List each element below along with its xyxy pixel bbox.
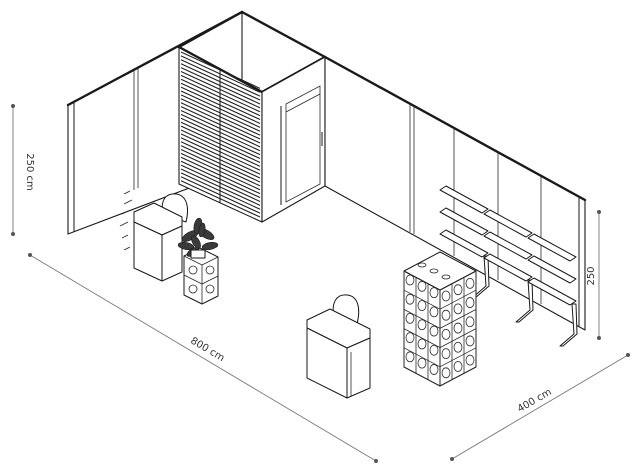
- wall-shelves: [439, 185, 578, 347]
- wall-shelf: [527, 233, 577, 262]
- dimension-height-right: 250: [586, 210, 601, 340]
- wall-shelf: [527, 277, 577, 306]
- height-left-label: 250 cm: [24, 153, 35, 191]
- wall-shelf: [439, 207, 489, 236]
- counter-left: [119, 190, 189, 282]
- counter-front: [306, 294, 371, 399]
- storage-room: [177, 10, 327, 223]
- wall-shelf: [439, 229, 489, 258]
- cube-shelf: [403, 251, 477, 387]
- wall-shelf: [483, 209, 533, 238]
- dimension-height-left: 250 cm: [11, 104, 35, 236]
- wall-shelf: [483, 231, 533, 260]
- depth-label: 400 cm: [516, 387, 554, 415]
- width-label: 800 cm: [188, 336, 226, 365]
- dimension-depth: 400 cm: [450, 353, 630, 461]
- wall-shelf: [439, 185, 489, 214]
- wall-shelf: [527, 255, 577, 284]
- height-right-label: 250: [586, 266, 597, 285]
- slatted-panel: [180, 51, 261, 218]
- wall-shelf: [483, 253, 533, 282]
- plant-icon: [177, 217, 219, 259]
